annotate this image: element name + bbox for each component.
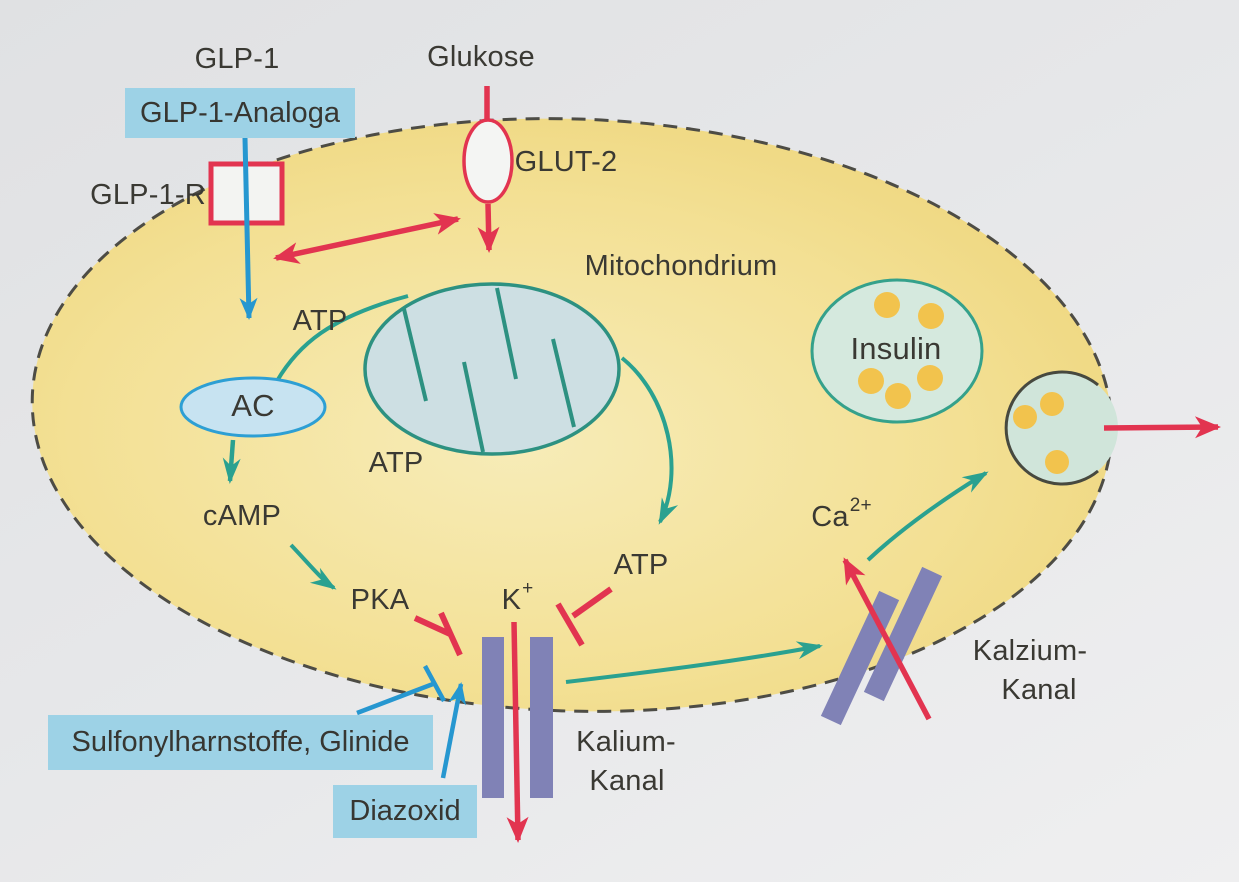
mitochondrion-crista xyxy=(462,361,485,453)
diazoxid-activation-arrow xyxy=(440,682,467,779)
glp1-signal-arrow xyxy=(239,137,258,320)
pka-label: PKA xyxy=(350,584,410,617)
glp1-analoga-label: GLP-1-Analoga xyxy=(140,96,340,129)
calcium-ion-label: Ca2+ xyxy=(811,495,872,533)
glut2-transporter xyxy=(462,118,514,204)
atp-output-arrow xyxy=(620,356,679,525)
atp-mito-label: ATP xyxy=(368,447,424,480)
glp1-label: GLP-1 xyxy=(194,43,280,76)
vesicle-dot xyxy=(1013,405,1037,429)
potassium-ion-label: K+ xyxy=(501,578,534,616)
glucose-entry-arrow xyxy=(477,203,500,253)
granule-dot xyxy=(874,292,900,318)
mitochondrion xyxy=(363,282,621,456)
glut2-label: GLUT-2 xyxy=(514,146,618,179)
sulfonylurea-inhibition-tbar xyxy=(356,664,446,716)
calcium-influx-arrow xyxy=(842,557,932,721)
granule-dot xyxy=(917,365,943,391)
glukose-label: Glukose xyxy=(427,41,535,74)
ac-to-camp-arrow xyxy=(222,439,241,484)
secretory-vesicle xyxy=(1004,370,1118,486)
mitochondrion-crista xyxy=(402,308,428,402)
atp-membrane-label: ATP xyxy=(292,305,348,338)
depolarization-arrow xyxy=(565,641,823,684)
mitochondrion-crista xyxy=(551,338,576,428)
glp1-receptor-label: GLP-1-R xyxy=(90,179,206,212)
vesicle-dot xyxy=(1040,392,1064,416)
atp-inhibition-tbar xyxy=(555,586,613,647)
pka-inhibition-tbar xyxy=(413,611,463,657)
granule-dot xyxy=(918,303,944,329)
kalzium-kanal-label-1: Kalzium- xyxy=(972,635,1088,668)
camp-to-pka-arrow xyxy=(289,543,337,590)
kalium-kanal-label-1: Kalium- xyxy=(576,726,676,759)
potassium-channel-bar xyxy=(530,637,553,798)
vesicle-dot xyxy=(1045,450,1069,474)
calcium-channel-bar xyxy=(863,566,943,702)
diazoxid-label: Diazoxid xyxy=(349,795,461,827)
glp1-analoga-highlight: GLP-1-Analoga xyxy=(125,88,355,138)
glp1-glucose-double-arrow xyxy=(273,213,461,264)
ac-label: AC xyxy=(231,387,275,423)
mitochondrion-crista xyxy=(495,287,518,380)
calcium-to-vesicle-arrow xyxy=(866,471,989,562)
sulfonylurea-highlight: Sulfonylharnstoffe, Glinide xyxy=(48,715,433,770)
kalzium-kanal-label-2: Kanal xyxy=(1001,674,1077,707)
potassium-efflux-arrow xyxy=(506,621,529,843)
insulin-secretion-arrow xyxy=(1103,416,1221,439)
mitochondrium-label: Mitochondrium xyxy=(584,250,778,283)
diazoxid-highlight: Diazoxid xyxy=(333,785,477,838)
insulin-granule xyxy=(810,278,984,424)
granule-dot xyxy=(858,368,884,394)
ac-enzyme xyxy=(179,376,327,438)
potassium-channel-bar xyxy=(482,637,504,798)
sulfonylurea-label: Sulfonylharnstoffe, Glinide xyxy=(71,726,410,758)
granule-dot xyxy=(885,383,911,409)
atp-to-ac-curve xyxy=(275,294,409,383)
atp-channel-label: ATP xyxy=(613,549,669,582)
kalium-kanal-label-2: Kanal xyxy=(589,765,665,798)
camp-label: cAMP xyxy=(202,500,282,533)
insulin-label: Insulin xyxy=(850,330,942,366)
